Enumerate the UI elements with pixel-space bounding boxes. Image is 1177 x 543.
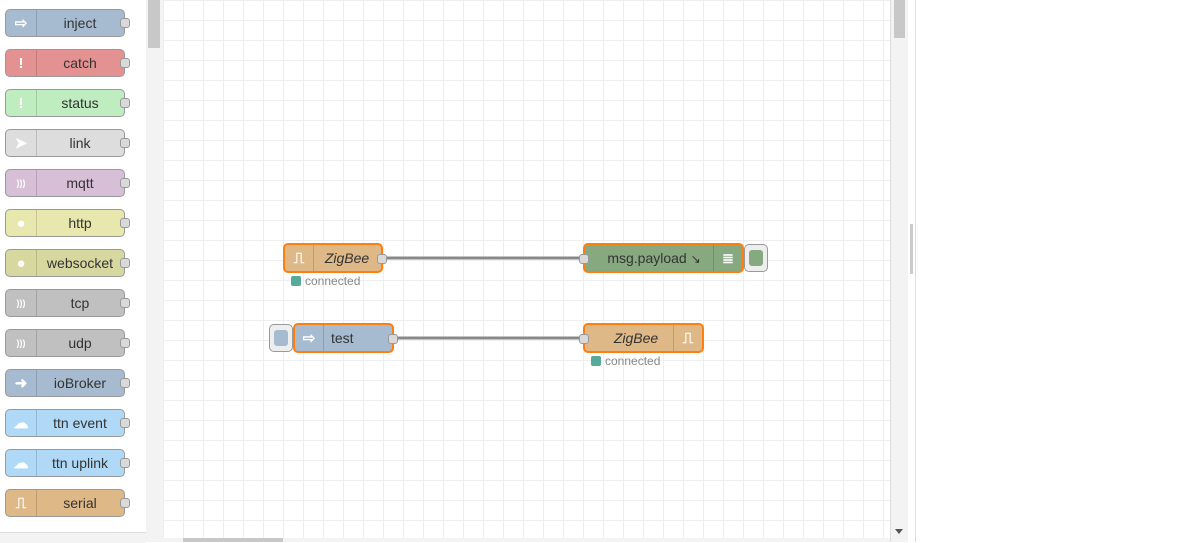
output-port [120,58,130,68]
node-label: test [331,330,354,346]
radio-waves-icon: ))) [6,330,37,356]
palette-node-ttn-event[interactable]: ☁ ttn event [5,409,130,437]
node-label: ZigBee [324,250,370,266]
status-text: connected [605,354,661,368]
inject-node[interactable]: ⇨ test [293,323,398,353]
zigbee-out-node[interactable]: ZigBee ⎍ [579,323,704,353]
node-palette: ⇨ inject! catch! status ➤ link))) mqtt ● http ● we… [0,0,147,542]
output-port [120,378,130,388]
debug-toggle-indicator [749,250,763,266]
palette-node-label: udp [68,335,92,351]
palette-node-iobroker[interactable]: ➜ ioBroker [5,369,130,397]
scroll-down-arrow-icon[interactable] [895,529,903,534]
arrow-down-right-icon: ↘ [690,252,701,266]
output-port [120,498,130,508]
output-port [120,18,130,28]
palette-node-label: tcp [70,295,90,311]
palette-node-label: serial [63,495,97,511]
status-text: connected [305,274,361,288]
output-port[interactable] [377,254,387,264]
palette-node-mqtt[interactable]: ))) mqtt [5,169,130,197]
palette-node-label: mqtt [66,175,94,191]
palette-node-http[interactable]: ● http [5,209,130,237]
output-port [120,218,130,228]
radio-waves-icon: ))) [6,290,37,316]
output-port [120,298,130,308]
output-port [120,178,130,188]
serial-wave-icon: ⎍ [673,325,702,351]
exclamation-icon: ! [6,90,37,116]
serial-wave-icon: ⎍ [285,245,314,271]
input-port[interactable] [579,334,589,344]
palette-node-label: http [68,215,92,231]
debug-label-text: msg.payload [607,250,687,266]
palette-node-label: catch [63,55,97,71]
workspace-scroll-thumb[interactable] [894,0,905,38]
palette-node-label: ttn uplink [51,455,109,471]
output-port [120,258,130,268]
palette-node-label: link [69,135,91,151]
radio-waves-icon: ))) [6,170,37,196]
palette-node-label: ioBroker [53,375,107,391]
palette-node-status[interactable]: ! status [5,89,130,117]
status-dot-icon [591,356,601,366]
palette-footer [0,532,146,543]
palette-node-link[interactable]: ➤ link [5,129,130,157]
output-port [120,418,130,428]
palette-node-label: websocket [46,255,114,271]
palette-node-websocket[interactable]: ● websocket [5,249,130,277]
status-dot-icon [291,276,301,286]
arrow-right-icon: ⇨ [295,325,324,351]
palette-node-udp[interactable]: ))) udp [5,329,130,357]
debug-toggle-button[interactable] [744,244,768,272]
workspace-hscroll-thumb[interactable] [183,538,283,542]
input-port[interactable] [579,254,589,264]
exclamation-icon: ! [6,50,37,76]
sidebar-resize-handle[interactable] [910,224,913,274]
globe-icon: ● [6,250,37,276]
inject-trigger-indicator [274,330,288,346]
cloud-icon: ☁ [6,410,37,436]
palette-node-serial[interactable]: ⎍ serial [5,489,130,517]
palette-scroll-thumb[interactable] [148,0,160,48]
palette-node-label: status [61,95,99,111]
output-port [120,458,130,468]
inject-trigger-button[interactable] [269,324,293,352]
palette-node-tcp[interactable]: ))) tcp [5,289,130,317]
palette-node-label: inject [63,15,97,31]
output-port [120,138,130,148]
cloud-icon: ☁ [6,450,37,476]
arrow-right-icon: ➜ [6,370,37,396]
arrow-right-icon: ⇨ [6,10,37,36]
palette-node-label: ttn event [53,415,107,431]
palette-node-catch[interactable]: ! catch [5,49,130,77]
globe-icon: ● [6,210,37,236]
node-label: msg.payload ↘ [595,245,713,271]
workspace-vertical-scrollbar[interactable] [890,0,908,542]
zigbee-in-status: connected [291,274,360,288]
debug-node[interactable]: msg.payload ↘ ≣ [579,243,744,273]
workspace-horizontal-scrollbar[interactable] [163,538,890,542]
output-port[interactable] [388,334,398,344]
list-icon: ≣ [713,245,742,271]
sidebar-divider [915,0,916,542]
zigbee-out-status: connected [591,354,660,368]
zigbee-in-node[interactable]: ⎍ ZigBee [283,243,387,273]
palette-node-ttn-uplink[interactable]: ☁ ttn uplink [5,449,130,477]
output-port [120,98,130,108]
palette-node-inject[interactable]: ⇨ inject [5,9,130,37]
serial-wave-icon: ⎍ [6,490,37,516]
output-port [120,338,130,348]
node-label: ZigBee [613,330,659,346]
link-arrow-icon: ➤ [6,130,37,156]
